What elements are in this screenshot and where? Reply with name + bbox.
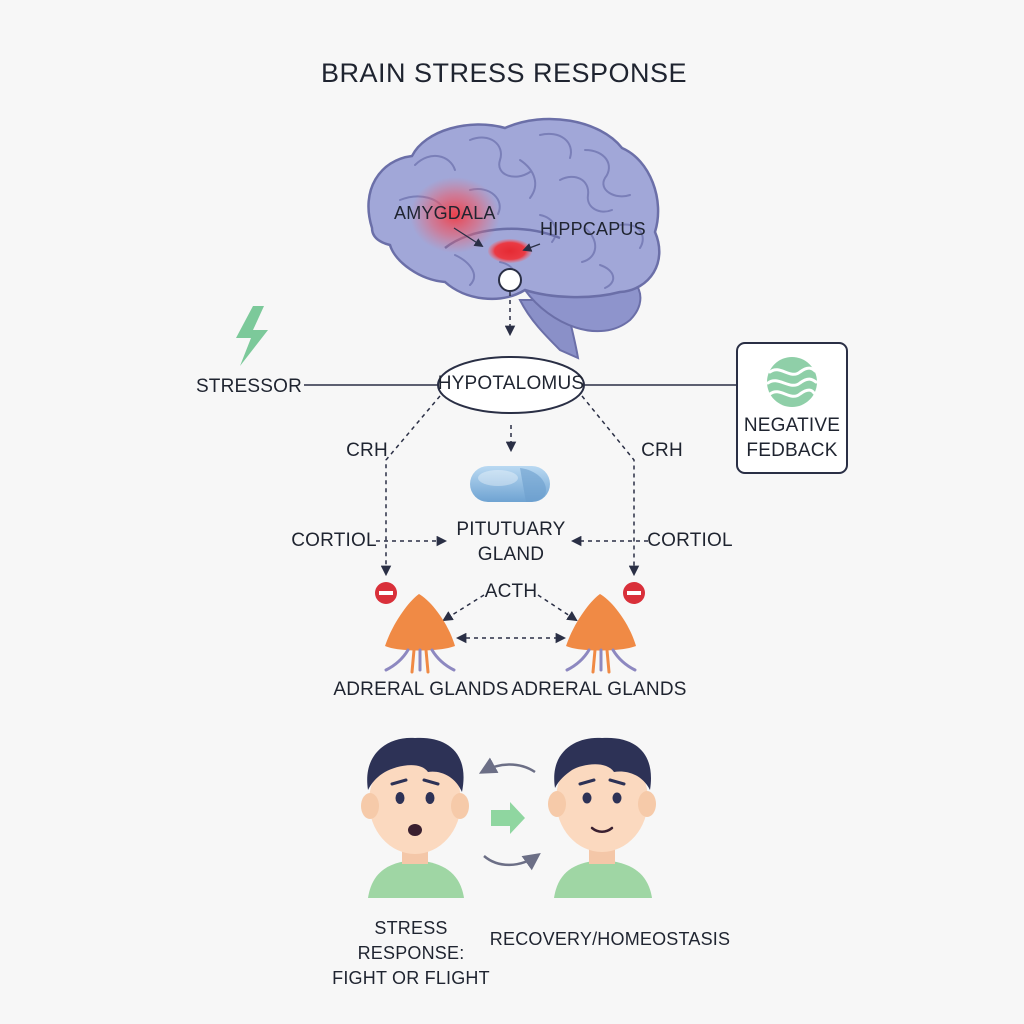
- brain-illustration: [367, 117, 661, 360]
- pituitary-gland-icon: [470, 466, 550, 502]
- pituitary-gland-label: PITUTUARY GLAND: [456, 519, 566, 565]
- cortisol-label-right: CORTIOL: [647, 530, 733, 551]
- minus-circle-icon: [623, 582, 645, 604]
- hypothalamus-marker: [498, 268, 522, 292]
- wave-circle-icon: [766, 357, 818, 407]
- curved-arrow-top: [478, 757, 536, 774]
- hippocampus-highlight: [488, 239, 532, 263]
- stress-response-label: STRESS RESPONSE: FIGHT OR FLIGHT: [332, 918, 490, 988]
- adrenal-glands-label-right: ADRERAL GLANDS: [511, 679, 687, 700]
- amygdala-label: AMYGDALA: [394, 203, 496, 223]
- hypothalamus-node: [437, 356, 585, 414]
- recovery-label: RECOVERY/HOMEOSTASIS: [489, 929, 731, 949]
- cerebrum: [367, 117, 661, 301]
- lightning-bolt-icon: [236, 306, 268, 366]
- recovered-person-avatar: [548, 737, 656, 898]
- adrenal-gland-right: [565, 594, 637, 674]
- hippocampus-label: HIPPCAPUS: [540, 219, 646, 239]
- crh-label-left: CRH: [346, 440, 388, 461]
- cortisol-label-left: CORTIOL: [291, 530, 377, 551]
- acth-label: ACTH: [484, 581, 538, 602]
- hypothalamus-label: HYPOTALOMUS: [437, 373, 585, 394]
- right-arrow-icon: [491, 802, 525, 834]
- adrenal-gland-left: [384, 594, 456, 674]
- negative-feedback-label: NEGATIVE FEDBACK: [743, 415, 841, 461]
- curved-arrow-bottom: [483, 852, 541, 871]
- adrenal-glands-label-left: ADRERAL GLANDS: [333, 679, 509, 700]
- crh-label-right: CRH: [641, 440, 683, 461]
- stressed-person-avatar: [361, 737, 469, 898]
- minus-circle-icon: [375, 582, 397, 604]
- stressor-label: STRESSOR: [195, 376, 303, 397]
- amygdala-glow: [410, 177, 500, 253]
- diagram-title: BRAIN STRESS RESPONSE: [320, 58, 688, 88]
- negative-feedback-box: [736, 342, 848, 474]
